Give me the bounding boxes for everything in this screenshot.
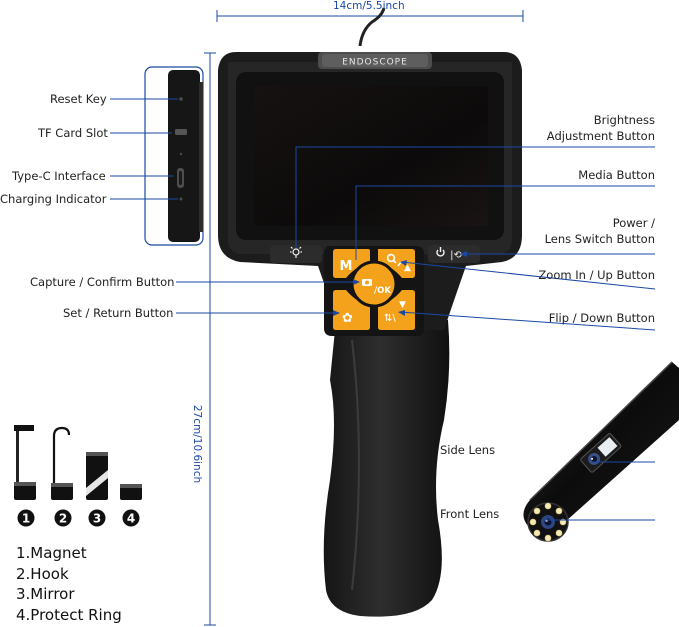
accessory-item-magnet: 1.Magnet xyxy=(16,544,87,562)
front-lens-label: Front Lens xyxy=(440,507,500,521)
badge-3: 3 xyxy=(93,512,101,526)
callout-arrows xyxy=(333,251,467,316)
width-dimension-line xyxy=(216,10,524,22)
badge-4: 4 xyxy=(127,512,135,526)
flip-down-button[interactable] xyxy=(378,290,415,330)
reset-key-hole xyxy=(179,97,183,101)
device-side-view xyxy=(144,66,204,246)
height-dimension-line xyxy=(204,52,216,626)
set-return-button[interactable] xyxy=(333,290,370,330)
side-lens xyxy=(580,433,622,473)
width-dimension-label: 14cm/5.5inch xyxy=(333,0,405,12)
charging-indicator-led xyxy=(179,197,183,201)
media-button[interactable] xyxy=(333,249,370,278)
accessory-mirror xyxy=(86,452,108,500)
brightness-button[interactable] xyxy=(270,245,322,263)
zoom-in-up-label: Zoom In / Up Button xyxy=(538,268,655,282)
accessory-item-protect-ring: 4.Protect Ring xyxy=(16,605,122,624)
camera-icon xyxy=(362,279,372,286)
media-key-letter: M xyxy=(340,259,353,274)
media-button-label: Media Button xyxy=(578,168,655,182)
ok-key-label: /OK xyxy=(374,286,391,296)
brand-label: ENDOSCOPE xyxy=(342,58,408,68)
accessory-item-mirror: 3.Mirror xyxy=(16,585,75,603)
side-lens-label: Side Lens xyxy=(440,443,496,457)
type-c-interface-label: Type-C Interface xyxy=(12,169,106,183)
power-lens-switch-button[interactable]: |⟲ xyxy=(428,245,480,263)
lens-switch-icon: |⟲ xyxy=(450,250,462,261)
power-icon xyxy=(436,247,445,257)
up-arrow-icon: ▲ xyxy=(404,263,411,273)
flip-icon: ⇅\ xyxy=(384,313,396,324)
accessory-protect-ring xyxy=(120,484,142,500)
power-label-line1: Power / xyxy=(612,216,655,230)
callout-lines xyxy=(110,98,656,521)
device-screen xyxy=(254,86,488,226)
device-cable xyxy=(358,7,386,47)
power-label-line2: Lens Switch Button xyxy=(544,232,655,246)
brightness-label-line2: Adjustment Button xyxy=(546,129,655,143)
accessory-magnet xyxy=(14,425,36,500)
front-lens xyxy=(527,502,569,542)
badge-2: 2 xyxy=(59,512,67,526)
tf-card-slot xyxy=(175,129,187,135)
reset-key-label: Reset Key xyxy=(50,92,107,106)
accessory-item-hook: 2.Hook xyxy=(16,564,69,583)
capture-confirm-button[interactable] xyxy=(350,260,398,308)
capture-confirm-label: Capture / Confirm Button xyxy=(30,275,175,289)
camera-probe xyxy=(523,361,679,542)
tf-card-slot-label: TF Card Slot xyxy=(38,126,108,140)
accessory-hook xyxy=(51,426,73,500)
gear-icon: ✿ xyxy=(342,311,353,326)
device-grip xyxy=(323,320,450,617)
bulb-icon xyxy=(290,246,302,258)
badge-1: 1 xyxy=(22,512,30,526)
set-return-label: Set / Return Button xyxy=(63,306,174,320)
accessory-legend: 1.Magnet 2.Hook 3.Mirror 4.Protect Ring xyxy=(16,543,122,625)
zoom-in-icon xyxy=(386,253,402,267)
brightness-label-line1: Brightness xyxy=(593,113,655,127)
down-arrow-icon: ▼ xyxy=(399,300,406,310)
charging-indicator-label: Charging Indicator xyxy=(0,192,107,206)
flip-down-label: Flip / Down Button xyxy=(548,311,655,325)
accessory-number-badges xyxy=(17,509,140,527)
height-dimension-label: 27cm/10.6inch xyxy=(191,404,203,484)
